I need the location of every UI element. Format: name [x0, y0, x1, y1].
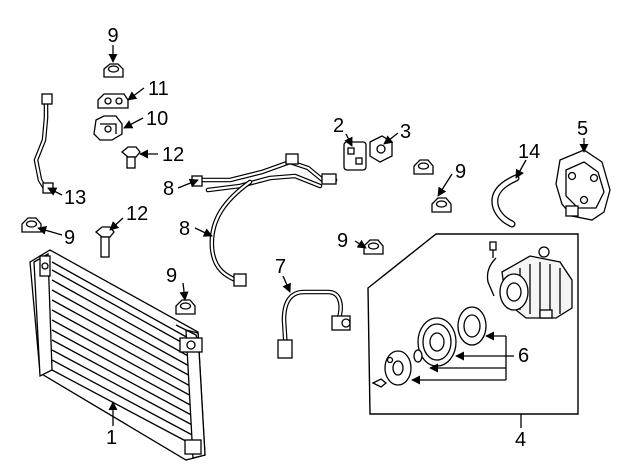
discharge-line[interactable] — [191, 153, 338, 287]
callout-4: 4 — [515, 429, 526, 451]
clamp[interactable] — [97, 93, 129, 109]
clutch-hub[interactable] — [384, 350, 412, 386]
callout-10: 10 — [146, 108, 168, 130]
callout-2: 2 — [333, 115, 344, 137]
callout-numbers: 9 11 10 12 13 9 12 9 1 8 8 2 3 9 14 5 9 … — [64, 25, 588, 451]
callout-9-mid: 9 — [166, 265, 177, 287]
callout-12-lower: 12 — [126, 203, 148, 225]
nut-mid[interactable] — [175, 299, 196, 315]
expansion-valve[interactable] — [343, 141, 367, 171]
callout-8-lower: 8 — [179, 218, 190, 240]
center-bolt[interactable] — [371, 378, 388, 388]
clutch-pulley[interactable] — [417, 317, 457, 367]
nut-centre-low[interactable] — [431, 197, 452, 213]
callout-11: 11 — [148, 78, 169, 100]
callout-9-compressor: 9 — [337, 230, 348, 252]
callout-1: 1 — [106, 427, 117, 449]
callout-13: 13 — [64, 187, 86, 209]
condenser-fins — [51, 261, 198, 448]
nut-compressor-side[interactable] — [363, 239, 384, 255]
compressor-assembly-box — [367, 233, 579, 415]
callout-9-top: 9 — [107, 25, 118, 47]
callout-9-centre: 9 — [455, 161, 466, 183]
callout-12-upper: 12 — [162, 144, 184, 166]
liquid-pipe[interactable] — [33, 93, 54, 194]
bracket[interactable] — [93, 115, 123, 141]
clutch-coil[interactable] — [457, 306, 487, 346]
callout-5: 5 — [577, 118, 588, 140]
nut-left[interactable] — [21, 217, 42, 233]
callout-14: 14 — [518, 141, 540, 163]
nut-top[interactable] — [103, 63, 124, 78]
bolt-lower[interactable] — [94, 226, 115, 258]
condenser[interactable] — [29, 249, 206, 461]
callout-6: 6 — [518, 345, 529, 367]
callout-7: 7 — [275, 256, 286, 278]
callout-3: 3 — [400, 121, 411, 143]
compressor[interactable] — [486, 241, 573, 319]
callout-9-left: 9 — [64, 227, 75, 249]
shim-ring[interactable] — [413, 349, 423, 363]
compressor-bracket[interactable] — [555, 149, 611, 221]
nut-centre[interactable] — [413, 159, 434, 175]
bolt-upper[interactable] — [120, 146, 141, 169]
callout-8-upper: 8 — [163, 178, 174, 200]
leaders — [37, 45, 589, 428]
suction-hose[interactable] — [277, 289, 351, 359]
short-hose[interactable] — [491, 174, 520, 228]
